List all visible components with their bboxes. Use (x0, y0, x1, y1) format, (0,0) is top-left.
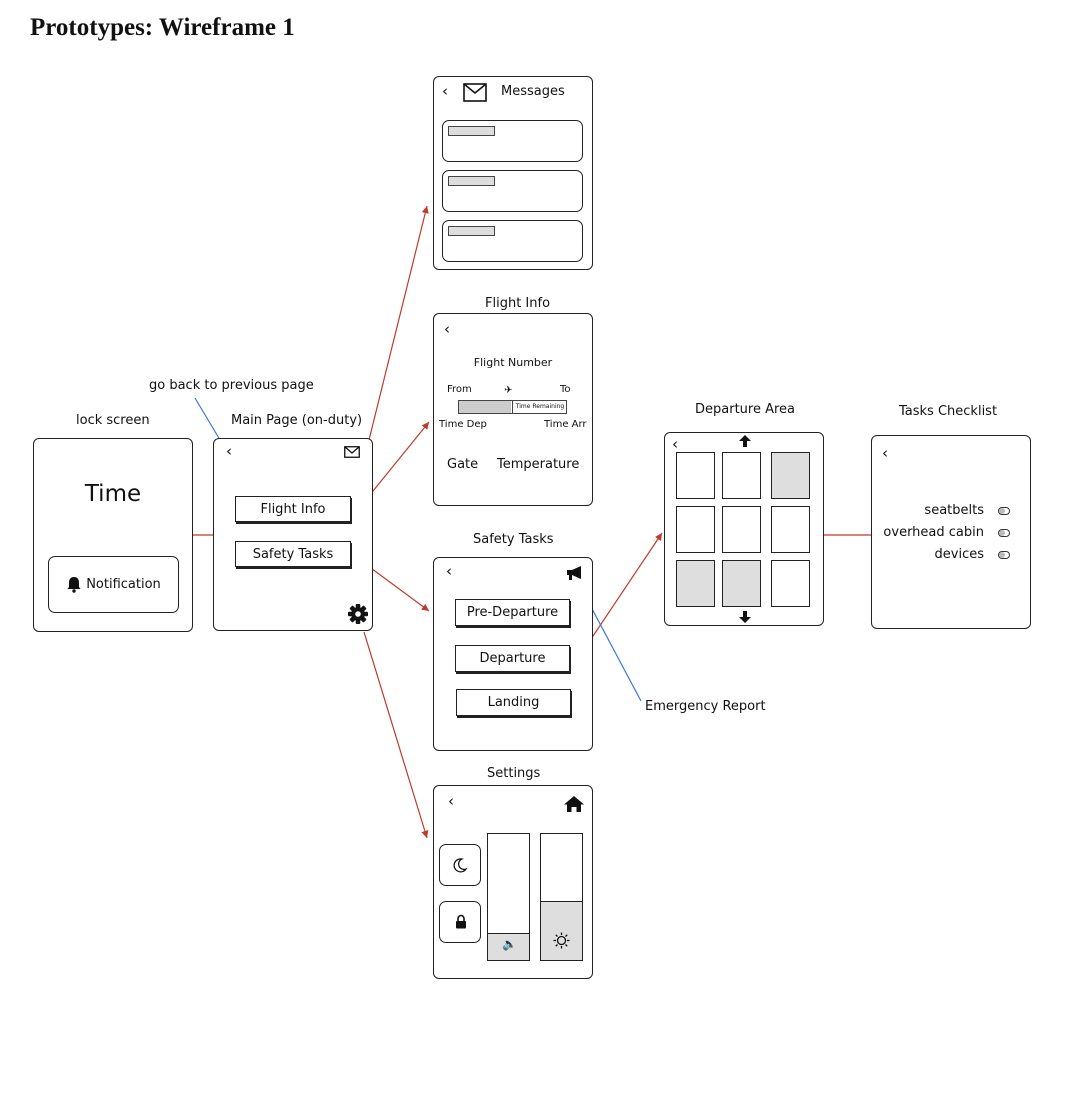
back-icon[interactable]: ‹ (444, 320, 450, 338)
seat-cell[interactable] (771, 506, 810, 553)
night-mode-button[interactable] (439, 844, 481, 886)
seat-cell[interactable] (771, 560, 810, 607)
arrow-down-icon[interactable] (738, 610, 752, 624)
back-icon[interactable]: ‹ (446, 562, 452, 580)
departure-button[interactable]: Departure (455, 645, 570, 672)
notification-card[interactable]: Notification (48, 556, 179, 613)
flight-info-frame: ‹ Flight Number From ✈ To Time Remaining… (433, 313, 593, 506)
notification-label: Notification (86, 577, 161, 592)
emergency-report-annotation: Emergency Report (645, 699, 766, 714)
volume-slider-fill: 🔈 (488, 933, 529, 960)
to-label: To (560, 384, 571, 395)
lock-screen-label: lock screen (76, 413, 150, 428)
lock-icon (456, 914, 466, 929)
brightness-icon (553, 932, 570, 949)
gate-label: Gate (447, 457, 479, 472)
safety-tasks-button[interactable]: Safety Tasks (235, 541, 351, 567)
arrow-up-icon[interactable] (738, 434, 752, 448)
gear-icon[interactable] (348, 604, 368, 624)
lock-time: Time (84, 481, 142, 507)
bell-icon (67, 577, 81, 593)
message-card[interactable] (442, 220, 583, 262)
speaker-icon: 🔈 (502, 937, 517, 951)
main-page-frame: ‹ Flight Info Safety Tasks (213, 438, 373, 631)
megaphone-icon[interactable] (566, 565, 584, 581)
checklist-item: seatbelts (924, 503, 984, 518)
brightness-slider[interactable] (540, 833, 583, 961)
seat-cell[interactable] (676, 506, 715, 553)
plane-icon: ✈ (504, 385, 513, 396)
landing-button[interactable]: Landing (456, 689, 571, 716)
time-dep-label: Time Dep (439, 419, 487, 430)
progress-fill (459, 401, 511, 413)
pre-departure-button[interactable]: Pre-Departure (455, 599, 570, 626)
lock-button[interactable] (439, 901, 481, 943)
volume-slider[interactable]: 🔈 (487, 833, 530, 961)
departure-area-frame: ‹ (664, 432, 824, 626)
seat-cell[interactable] (676, 452, 715, 499)
moon-icon (453, 858, 468, 873)
message-card[interactable] (442, 120, 583, 162)
toggle-switch[interactable] (998, 507, 1010, 515)
settings-frame: ‹ 🔈 (433, 785, 593, 979)
mail-icon[interactable] (344, 446, 360, 458)
arrow-main-to-settings (363, 631, 429, 839)
flight-info-button[interactable]: Flight Info (235, 496, 351, 522)
message-placeholder (448, 176, 495, 186)
safety-tasks-label: Safety Tasks (473, 532, 554, 547)
back-icon[interactable]: ‹ (442, 82, 448, 100)
seat-cell[interactable] (722, 560, 761, 607)
time-remaining-label: Time Remaining (512, 401, 567, 413)
flight-number: Flight Number (473, 356, 553, 369)
from-label: From (447, 384, 472, 395)
tasks-checklist-label: Tasks Checklist (899, 404, 998, 419)
toggle-switch[interactable] (998, 551, 1010, 559)
seat-cell[interactable] (676, 560, 715, 607)
message-placeholder (448, 126, 495, 136)
settings-label: Settings (487, 766, 541, 781)
go-back-annotation: go back to previous page (149, 378, 314, 393)
page-title: Prototypes: Wireframe 1 (30, 14, 295, 41)
safety-tasks-frame: ‹ Pre-Departure Departure Landing (433, 557, 593, 751)
message-placeholder (448, 226, 495, 236)
checklist-item: devices (934, 547, 984, 562)
seat-cell[interactable] (771, 452, 810, 499)
brightness-slider-fill (541, 901, 582, 960)
checklist-item: overhead cabin (883, 525, 984, 540)
home-icon[interactable] (563, 795, 585, 813)
messages-title: Messages (501, 84, 565, 99)
back-icon[interactable]: ‹ (448, 792, 454, 810)
back-icon[interactable]: ‹ (882, 444, 888, 462)
tasks-checklist-frame: ‹ seatbelts overhead cabin devices (871, 435, 1031, 629)
message-card[interactable] (442, 170, 583, 212)
time-arr-label: Time Arr (544, 419, 587, 430)
back-icon[interactable]: ‹ (672, 435, 678, 453)
back-icon[interactable]: ‹ (226, 442, 232, 460)
departure-area-label: Departure Area (695, 402, 796, 417)
toggle-switch[interactable] (998, 529, 1010, 537)
temperature-label: Temperature (497, 457, 580, 472)
seat-cell[interactable] (722, 452, 761, 499)
seat-cell[interactable] (722, 506, 761, 553)
lock-screen-frame: Time Notification (33, 438, 193, 632)
mail-icon (463, 83, 487, 102)
flight-info-label: Flight Info (485, 296, 551, 311)
arrow-main-to-messages (366, 205, 429, 449)
messages-frame: ‹ Messages (433, 76, 593, 270)
main-page-label: Main Page (on-duty) (231, 413, 363, 428)
time-remaining-bar: Time Remaining (458, 400, 567, 414)
